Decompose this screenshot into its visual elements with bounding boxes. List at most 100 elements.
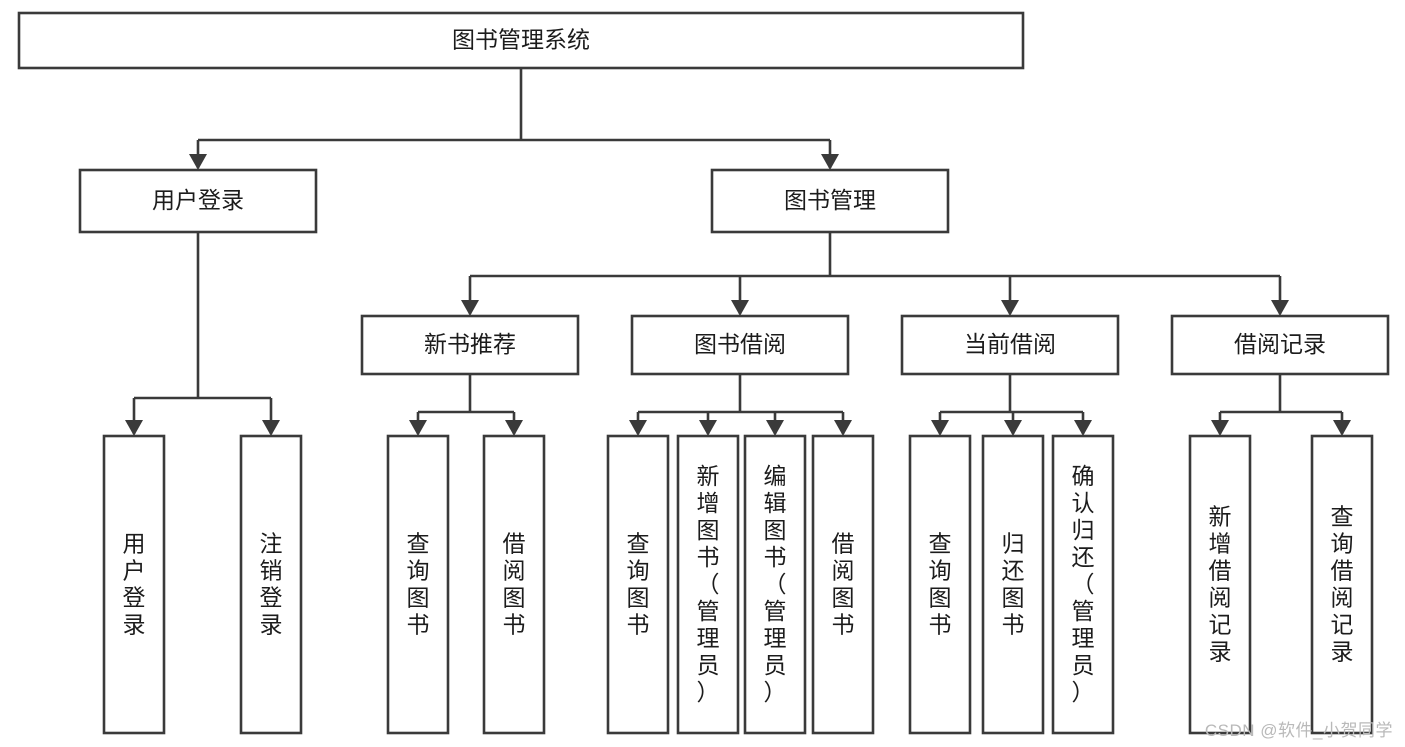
node-borrow-record[interactable]: 借阅记录 — [1170, 314, 1390, 376]
node-label-char: 图 — [627, 585, 650, 611]
node-box[interactable] — [630, 314, 850, 376]
node-label-char: 书 — [832, 612, 855, 638]
node-label-char: 询 — [627, 558, 650, 584]
node-label-char: 图 — [1002, 585, 1025, 611]
node-label-char: （ — [697, 571, 720, 597]
node-box[interactable] — [102, 434, 166, 735]
node-label-char: 借 — [1331, 558, 1354, 584]
arrow-head-icon — [409, 420, 427, 436]
node-box[interactable] — [981, 434, 1045, 735]
node-label-char: 查 — [1331, 504, 1354, 530]
node-label-char: （ — [764, 571, 787, 597]
node-new-book-rec[interactable]: 新书推荐 — [360, 314, 580, 376]
node-label-char: 还 — [1002, 558, 1025, 584]
node-box[interactable] — [386, 434, 450, 735]
node-label-char: 员 — [764, 652, 787, 678]
node-box[interactable] — [676, 434, 740, 735]
node-label-char: 图 — [832, 585, 855, 611]
node-label-char: 新 — [1209, 504, 1232, 530]
node-label-char: 阅 — [1209, 585, 1232, 611]
node-label-char: 图 — [697, 517, 720, 543]
node-label-char: 借 — [503, 531, 526, 557]
node-label-char: 阅 — [1331, 585, 1354, 611]
node-label-char: 查 — [929, 531, 952, 557]
node-label-char: 录 — [123, 612, 146, 638]
node-label-char: 询 — [1331, 531, 1354, 557]
node-label-char: 编 — [764, 463, 787, 489]
arrow-head-icon — [931, 420, 949, 436]
node-label-char: 图 — [407, 585, 430, 611]
arrow-head-icon — [766, 420, 784, 436]
node-label-char: 登 — [260, 585, 283, 611]
node-label-char: 询 — [929, 558, 952, 584]
node-box[interactable] — [900, 314, 1120, 376]
node-box[interactable] — [78, 168, 318, 234]
arrow-head-icon — [1211, 420, 1229, 436]
node-label-char: 书 — [929, 612, 952, 638]
node-label: 用户登录 — [152, 187, 244, 213]
arrow-head-icon — [834, 420, 852, 436]
node-box[interactable] — [17, 11, 1025, 70]
node-book-borrow[interactable]: 图书借阅 — [630, 314, 850, 376]
node-box[interactable] — [1188, 434, 1252, 735]
arrow-head-icon — [1271, 300, 1289, 316]
node-label-char: 注 — [260, 531, 283, 557]
node-label-char: ） — [764, 679, 787, 705]
node-label: 图书管理 — [784, 187, 876, 213]
node-box[interactable] — [606, 434, 670, 735]
node-box[interactable] — [743, 434, 807, 735]
node-leaf-user-login[interactable]: 用户登录 — [102, 434, 166, 735]
node-box[interactable] — [710, 168, 950, 234]
arrow-head-icon — [125, 420, 143, 436]
node-label-char: 阅 — [503, 558, 526, 584]
node-label-char: 图 — [503, 585, 526, 611]
node-label: 当前借阅 — [964, 331, 1056, 357]
node-label-char: 图 — [764, 517, 787, 543]
node-current-borrow[interactable]: 当前借阅 — [900, 314, 1120, 376]
node-box[interactable] — [482, 434, 546, 735]
arrow-head-icon — [1004, 420, 1022, 436]
node-box[interactable] — [1051, 434, 1115, 735]
node-label-char: 理 — [1072, 625, 1095, 651]
node-label-char: 用 — [123, 531, 146, 557]
node-label-char: ） — [1072, 679, 1095, 705]
node-label-char: 借 — [832, 531, 855, 557]
node-book-manage[interactable]: 图书管理 — [710, 168, 950, 234]
node-label-char: 录 — [260, 612, 283, 638]
node-label-char: 增 — [1209, 531, 1232, 557]
connector-layer — [125, 68, 1351, 436]
node-box[interactable] — [1310, 434, 1374, 735]
node-label-char: 图 — [929, 585, 952, 611]
node-label-char: 增 — [697, 490, 720, 516]
node-box[interactable] — [239, 434, 303, 735]
node-box[interactable] — [1170, 314, 1390, 376]
node-label-char: 录 — [1209, 639, 1232, 665]
node-label-char: 书 — [627, 612, 650, 638]
node-label-char: 书 — [764, 544, 787, 570]
node-label-char: 登 — [123, 585, 146, 611]
node-label-char: 查 — [407, 531, 430, 557]
node-box[interactable] — [811, 434, 875, 735]
arrow-head-icon — [731, 300, 749, 316]
node-label-char: 归 — [1002, 531, 1025, 557]
node-box[interactable] — [360, 314, 580, 376]
node-box[interactable] — [908, 434, 972, 735]
node-label-char: 员 — [1072, 652, 1095, 678]
node-label-char: 录 — [1331, 639, 1354, 665]
node-root-system[interactable]: 图书管理系统 — [17, 11, 1025, 70]
node-label: 图书管理系统 — [452, 27, 590, 53]
node-user-login[interactable]: 用户登录 — [78, 168, 318, 234]
node-label-char: 记 — [1209, 612, 1232, 638]
